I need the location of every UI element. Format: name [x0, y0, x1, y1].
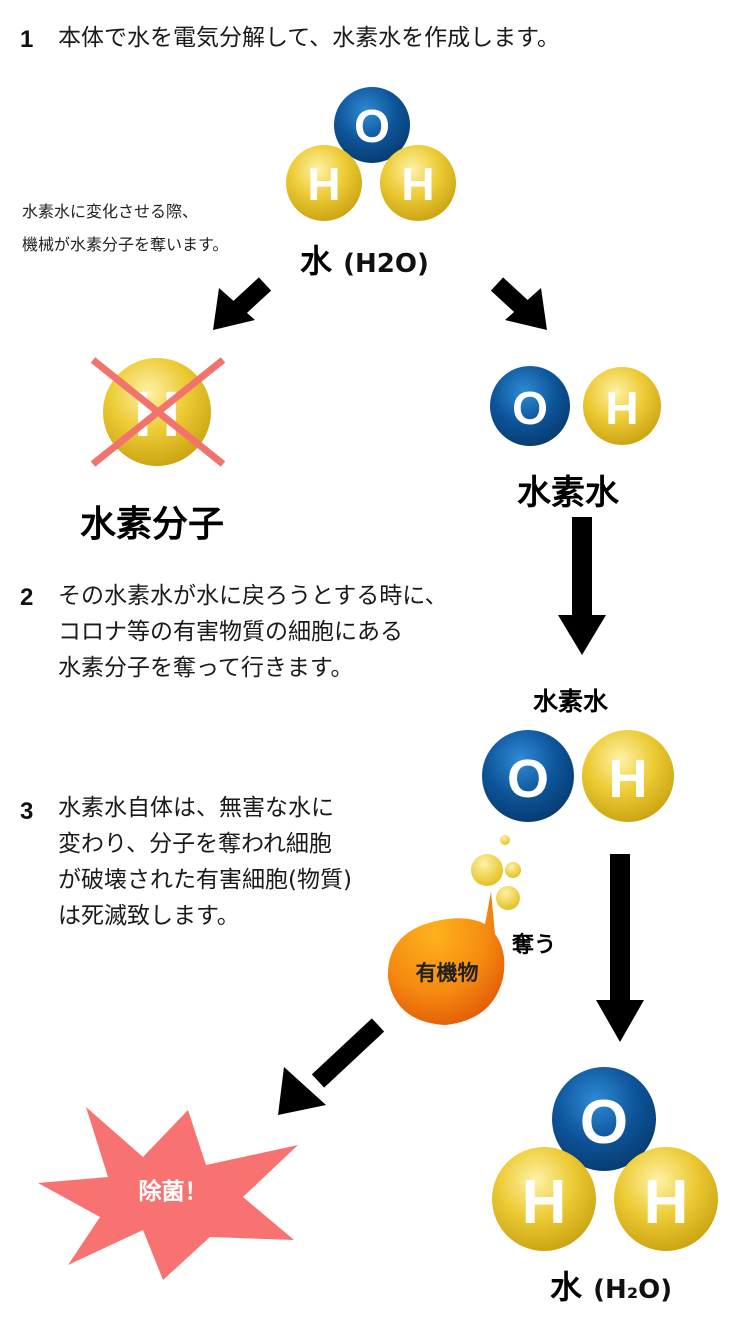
step-2-line-1: その水素水が水に戻ろうとする時に、 — [58, 583, 448, 609]
oxygen-atom: O — [334, 87, 410, 163]
cross-mark-icon — [90, 357, 226, 467]
oxygen-atom: O — [490, 366, 570, 446]
svg-text:O: O — [354, 100, 390, 152]
organic-label: 有機物 — [416, 961, 479, 985]
water-bottom-label: 水 (H₂O) — [550, 1262, 672, 1308]
note-line-1: 水素水に変化させる際、 — [22, 202, 199, 221]
step-1-number: 1 — [20, 26, 34, 53]
note: 水素水に変化させる際、 機械が水素分子を奪います。 — [22, 195, 228, 261]
hydrogen-atom-right: H — [614, 1147, 718, 1251]
oxygen-atom: O — [482, 730, 574, 822]
svg-text:O: O — [580, 1088, 628, 1157]
hydrogen-bubbles — [471, 835, 521, 910]
step-3-line-3: が破壊された有害細胞(物質) — [58, 867, 352, 893]
arrow-to-sterilize — [278, 1018, 385, 1115]
hydrogen-water-label-2: 水素水 — [533, 687, 609, 716]
hydrogen-atom-left: H — [492, 1147, 596, 1251]
hydrogen-water-molecule-2: O H — [482, 730, 674, 822]
water-top-name: 水 — [300, 242, 333, 280]
hydrogen-water-molecule-1: O H — [490, 366, 661, 446]
step-3-line-1: 水素水自体は、無害な水に — [58, 795, 334, 821]
hydrogen-atom: H — [583, 367, 661, 445]
svg-text:H: H — [307, 158, 340, 210]
starburst-shape — [38, 1107, 298, 1280]
arrow-down-1 — [558, 517, 606, 655]
water-molecule-top: O H H — [286, 87, 456, 221]
hydrogen-molecule-label: 水素分子 — [80, 504, 225, 545]
note-line-2: 機械が水素分子を奪います。 — [22, 235, 229, 254]
step-3-text: 水素水自体は、無害な水に 変わり、分子を奪われ細胞 が破壊された有害細胞(物質)… — [58, 790, 352, 934]
sterilize-label: 除菌！ — [139, 1178, 208, 1205]
water-top-label: 水 (H2O) — [300, 236, 429, 282]
svg-text:H: H — [609, 749, 648, 809]
step-2-line-2: コロナ等の有害物質の細胞にある — [58, 619, 403, 645]
svg-text:H: H — [522, 1168, 567, 1237]
water-molecule-bottom: O H H — [492, 1067, 718, 1251]
sterilize-burst: 除菌！ — [38, 1107, 298, 1280]
step-3-line-4: は死滅致します。 — [58, 903, 240, 929]
svg-text:H: H — [605, 382, 638, 434]
arrow-down-right — [490, 277, 547, 330]
water-top-formula: (H2O) — [343, 249, 429, 279]
step-2-number: 2 — [20, 584, 34, 611]
step-2-text: その水素水が水に戻ろうとする時に、 コロナ等の有害物質の細胞にある 水素分子を奪… — [58, 578, 448, 686]
organic-matter: 有機物 — [387, 892, 505, 1025]
step-3-number: 3 — [20, 798, 34, 825]
step-3-line-2: 変わり、分子を奪われ細胞 — [58, 831, 332, 857]
steal-label: 奪う — [512, 933, 557, 958]
hydrogen-water-label-1: 水素水 — [517, 473, 619, 513]
svg-text:H: H — [644, 1168, 689, 1237]
step-1-text: 本体で水を電気分解して、水素水を作成します。 — [58, 25, 560, 51]
step-2-line-3: 水素分子を奪って行きます。 — [58, 655, 354, 681]
svg-text:O: O — [507, 749, 549, 809]
hydrogen-atom-left: H — [286, 145, 362, 221]
hydrogen-atom: H — [582, 730, 674, 822]
svg-text:O: O — [512, 382, 548, 434]
hydrogen-molecule-removed: H — [90, 357, 226, 467]
oxygen-atom: O — [552, 1067, 656, 1171]
arrow-down-2 — [596, 854, 644, 1042]
svg-text:H: H — [401, 158, 434, 210]
water-bottom-name: 水 — [550, 1268, 583, 1306]
hydrogen-atom-right: H — [380, 145, 456, 221]
arrow-down-left — [213, 277, 272, 330]
water-bottom-formula: (H₂O) — [593, 1275, 673, 1305]
